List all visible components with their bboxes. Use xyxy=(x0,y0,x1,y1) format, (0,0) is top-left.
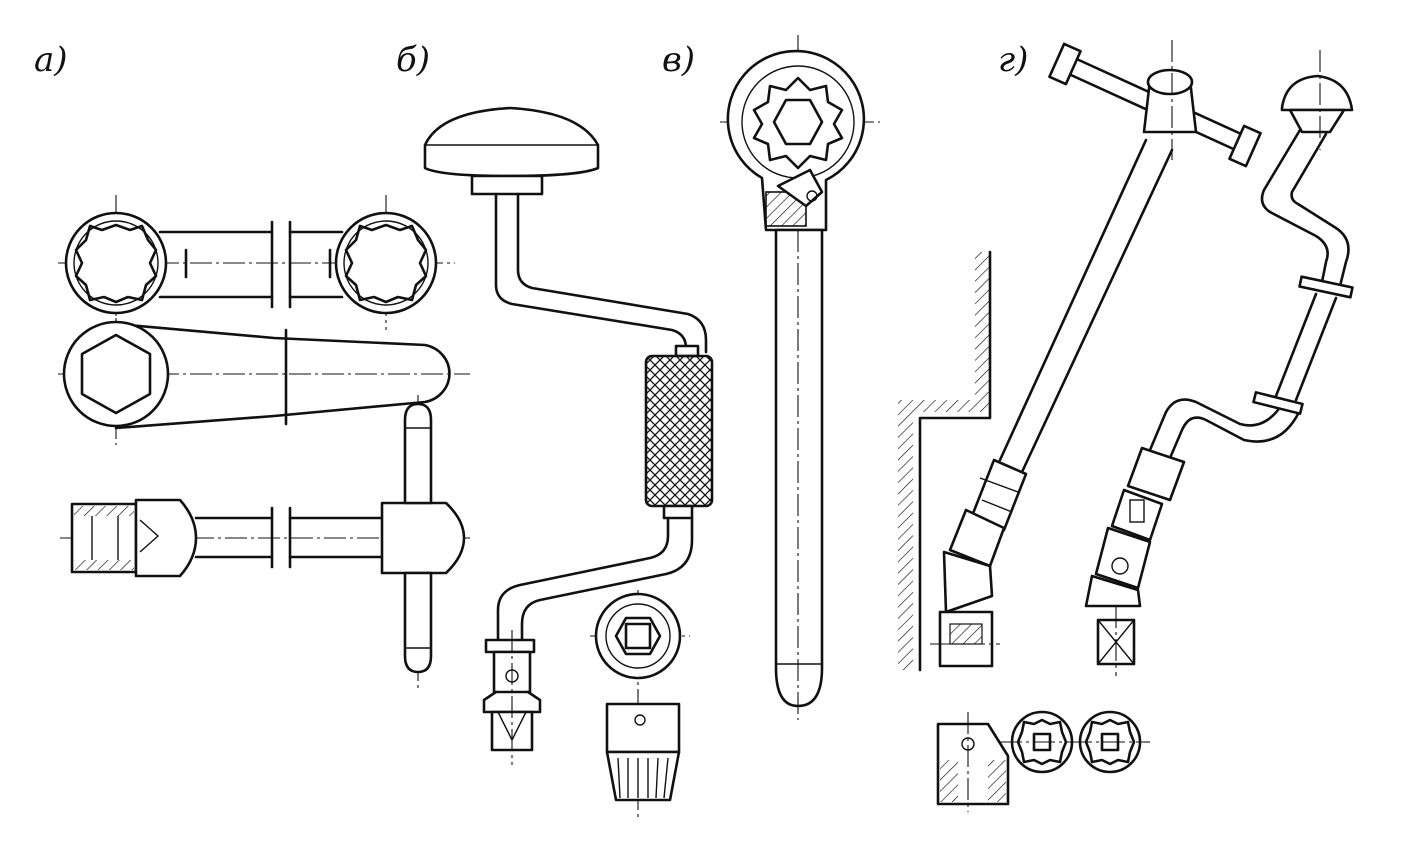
figure-a-double-ring-spanner xyxy=(58,195,455,330)
figure-g-wall-section xyxy=(898,250,992,672)
figure-b-socket-detail xyxy=(590,590,690,820)
figure-g-sockets-detail xyxy=(936,710,1150,812)
figure-a-open-ring-spanner xyxy=(58,318,470,445)
figure-g-brace-extension xyxy=(1084,50,1354,676)
figure-b-brace-wrench xyxy=(423,106,714,765)
figure-label-g: г) xyxy=(998,40,1029,80)
figure-label-b: б) xyxy=(396,40,431,80)
figure-a-socket-t-handle xyxy=(60,395,470,690)
figure-label-v: в) xyxy=(662,40,696,80)
figure-v-ratchet-wrench xyxy=(720,35,880,720)
figure-g-t-handle-extension xyxy=(930,40,1262,668)
figure-label-a: а) xyxy=(34,40,68,80)
